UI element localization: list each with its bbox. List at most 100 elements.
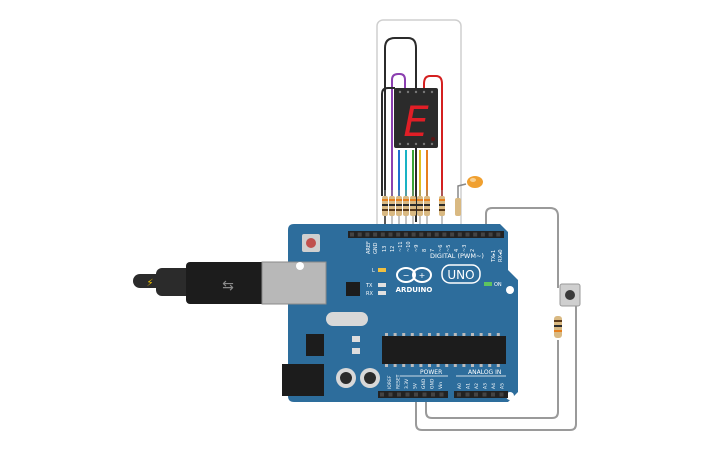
digital-pin-label: 13 (382, 246, 388, 252)
mount-hole (506, 286, 514, 294)
atmega-chip (382, 336, 506, 364)
lightning-icon: ⚡ (146, 278, 153, 289)
uno-badge (441, 264, 481, 284)
tx-led (378, 283, 386, 287)
header-pin[interactable] (397, 392, 401, 397)
analog-pin-label: A2 (474, 383, 480, 389)
reset-button[interactable] (306, 238, 316, 248)
wire-black-common[interactable] (381, 87, 395, 196)
wire-red[interactable] (423, 75, 443, 196)
digital-pin-label: ~5 (446, 245, 452, 252)
wire-gray-gnd[interactable] (425, 340, 559, 419)
header-pin[interactable] (419, 232, 424, 237)
wire-black-gnd[interactable] (384, 37, 417, 230)
header-pin[interactable] (439, 392, 444, 397)
header-pin[interactable] (457, 392, 461, 397)
power-pin-label: Vin (438, 382, 444, 389)
digital-pin-label: 2 (470, 249, 476, 252)
digital-pin-label: ~6 (438, 245, 444, 252)
header-pin[interactable] (473, 232, 478, 237)
led-resistor[interactable] (455, 198, 461, 216)
header-pin[interactable] (434, 232, 439, 237)
header-pin[interactable] (442, 232, 447, 237)
header-pin[interactable] (357, 232, 362, 237)
model-label: UNO (447, 268, 474, 282)
seven-segment-display[interactable]: E (394, 88, 438, 148)
header-pin[interactable] (373, 232, 378, 237)
usb-chip (346, 282, 360, 296)
tx-label: TX (365, 283, 373, 289)
pulldown-resistor[interactable] (554, 316, 562, 338)
display-pin (430, 142, 434, 146)
l-led (378, 268, 386, 272)
digital-pin-label: 8 (422, 249, 428, 252)
header-pin[interactable] (496, 232, 501, 237)
header-pin[interactable] (388, 392, 393, 397)
wire-purple[interactable] (391, 73, 406, 196)
digital-pin-label: 7 (430, 249, 436, 252)
header-pin[interactable] (491, 392, 495, 397)
header-pin[interactable] (411, 232, 416, 237)
usb-cable[interactable]: ⇆ ⚡ (133, 262, 266, 304)
header-pin[interactable] (482, 392, 487, 397)
header-pin[interactable] (388, 232, 393, 237)
header-pin[interactable] (422, 392, 427, 397)
button-wires[interactable] (415, 207, 577, 431)
resistor-row[interactable] (382, 190, 445, 232)
header-pin[interactable] (431, 392, 435, 397)
logo-text: ARDUINO (396, 286, 433, 294)
digital-label: DIGITAL (PWM~) (430, 252, 484, 260)
svg-text:−: − (403, 271, 410, 280)
analog-pin-label: A0 (457, 383, 463, 389)
display-pin (414, 142, 418, 146)
svg-text:+: + (419, 271, 426, 280)
on-led (484, 282, 492, 286)
header-pin[interactable] (474, 392, 478, 397)
usb-icon: ⇆ (222, 278, 234, 294)
header-pin[interactable] (396, 232, 401, 237)
header-pin[interactable] (499, 392, 504, 397)
header-pin[interactable] (465, 232, 470, 237)
power-pin-label: IOREF (387, 375, 393, 389)
analog-pin-label: A4 (491, 383, 497, 389)
power-jack (282, 364, 324, 396)
rx-led (378, 291, 386, 295)
display-pin (430, 90, 434, 94)
header-pin[interactable] (380, 232, 385, 237)
digital-pin-label: 4 (454, 249, 460, 252)
usb-b-port (261, 261, 327, 305)
l-label: L (372, 268, 375, 274)
header-pin[interactable] (457, 232, 462, 237)
display-body (394, 88, 438, 148)
wire-gray-digital[interactable] (485, 207, 559, 288)
header-pin[interactable] (480, 232, 485, 237)
tx1-label: TX▸1 (491, 250, 497, 263)
rx0-label: RX◂0 (498, 249, 504, 262)
gnd-label: GND (373, 242, 379, 254)
crystal (326, 312, 368, 326)
analog-label: ANALOG IN (468, 369, 501, 376)
header-pin[interactable] (365, 232, 370, 237)
display-digit: E (403, 97, 429, 146)
wire-gray-5v[interactable] (415, 300, 577, 431)
header-pin[interactable] (405, 392, 410, 397)
power-pin-label: RESET (396, 374, 402, 389)
on-label: ON (494, 282, 502, 288)
digital-pin-label: 12 (390, 246, 396, 252)
header-pin[interactable] (403, 232, 408, 237)
header-pin[interactable] (427, 232, 431, 237)
power-pin-label: GND (421, 378, 427, 389)
pushbutton[interactable] (559, 283, 581, 307)
header-pin[interactable] (380, 392, 384, 397)
header-pin[interactable] (465, 392, 470, 397)
header-pin[interactable] (350, 232, 354, 237)
header-pin[interactable] (450, 232, 455, 237)
usb-plug (186, 262, 266, 304)
power-pin-label: 3.3V (404, 378, 410, 389)
display-wires[interactable] (381, 73, 443, 196)
header-pin[interactable] (414, 392, 418, 397)
analog-pin-label: A3 (483, 383, 489, 389)
header-pin[interactable] (488, 232, 493, 237)
